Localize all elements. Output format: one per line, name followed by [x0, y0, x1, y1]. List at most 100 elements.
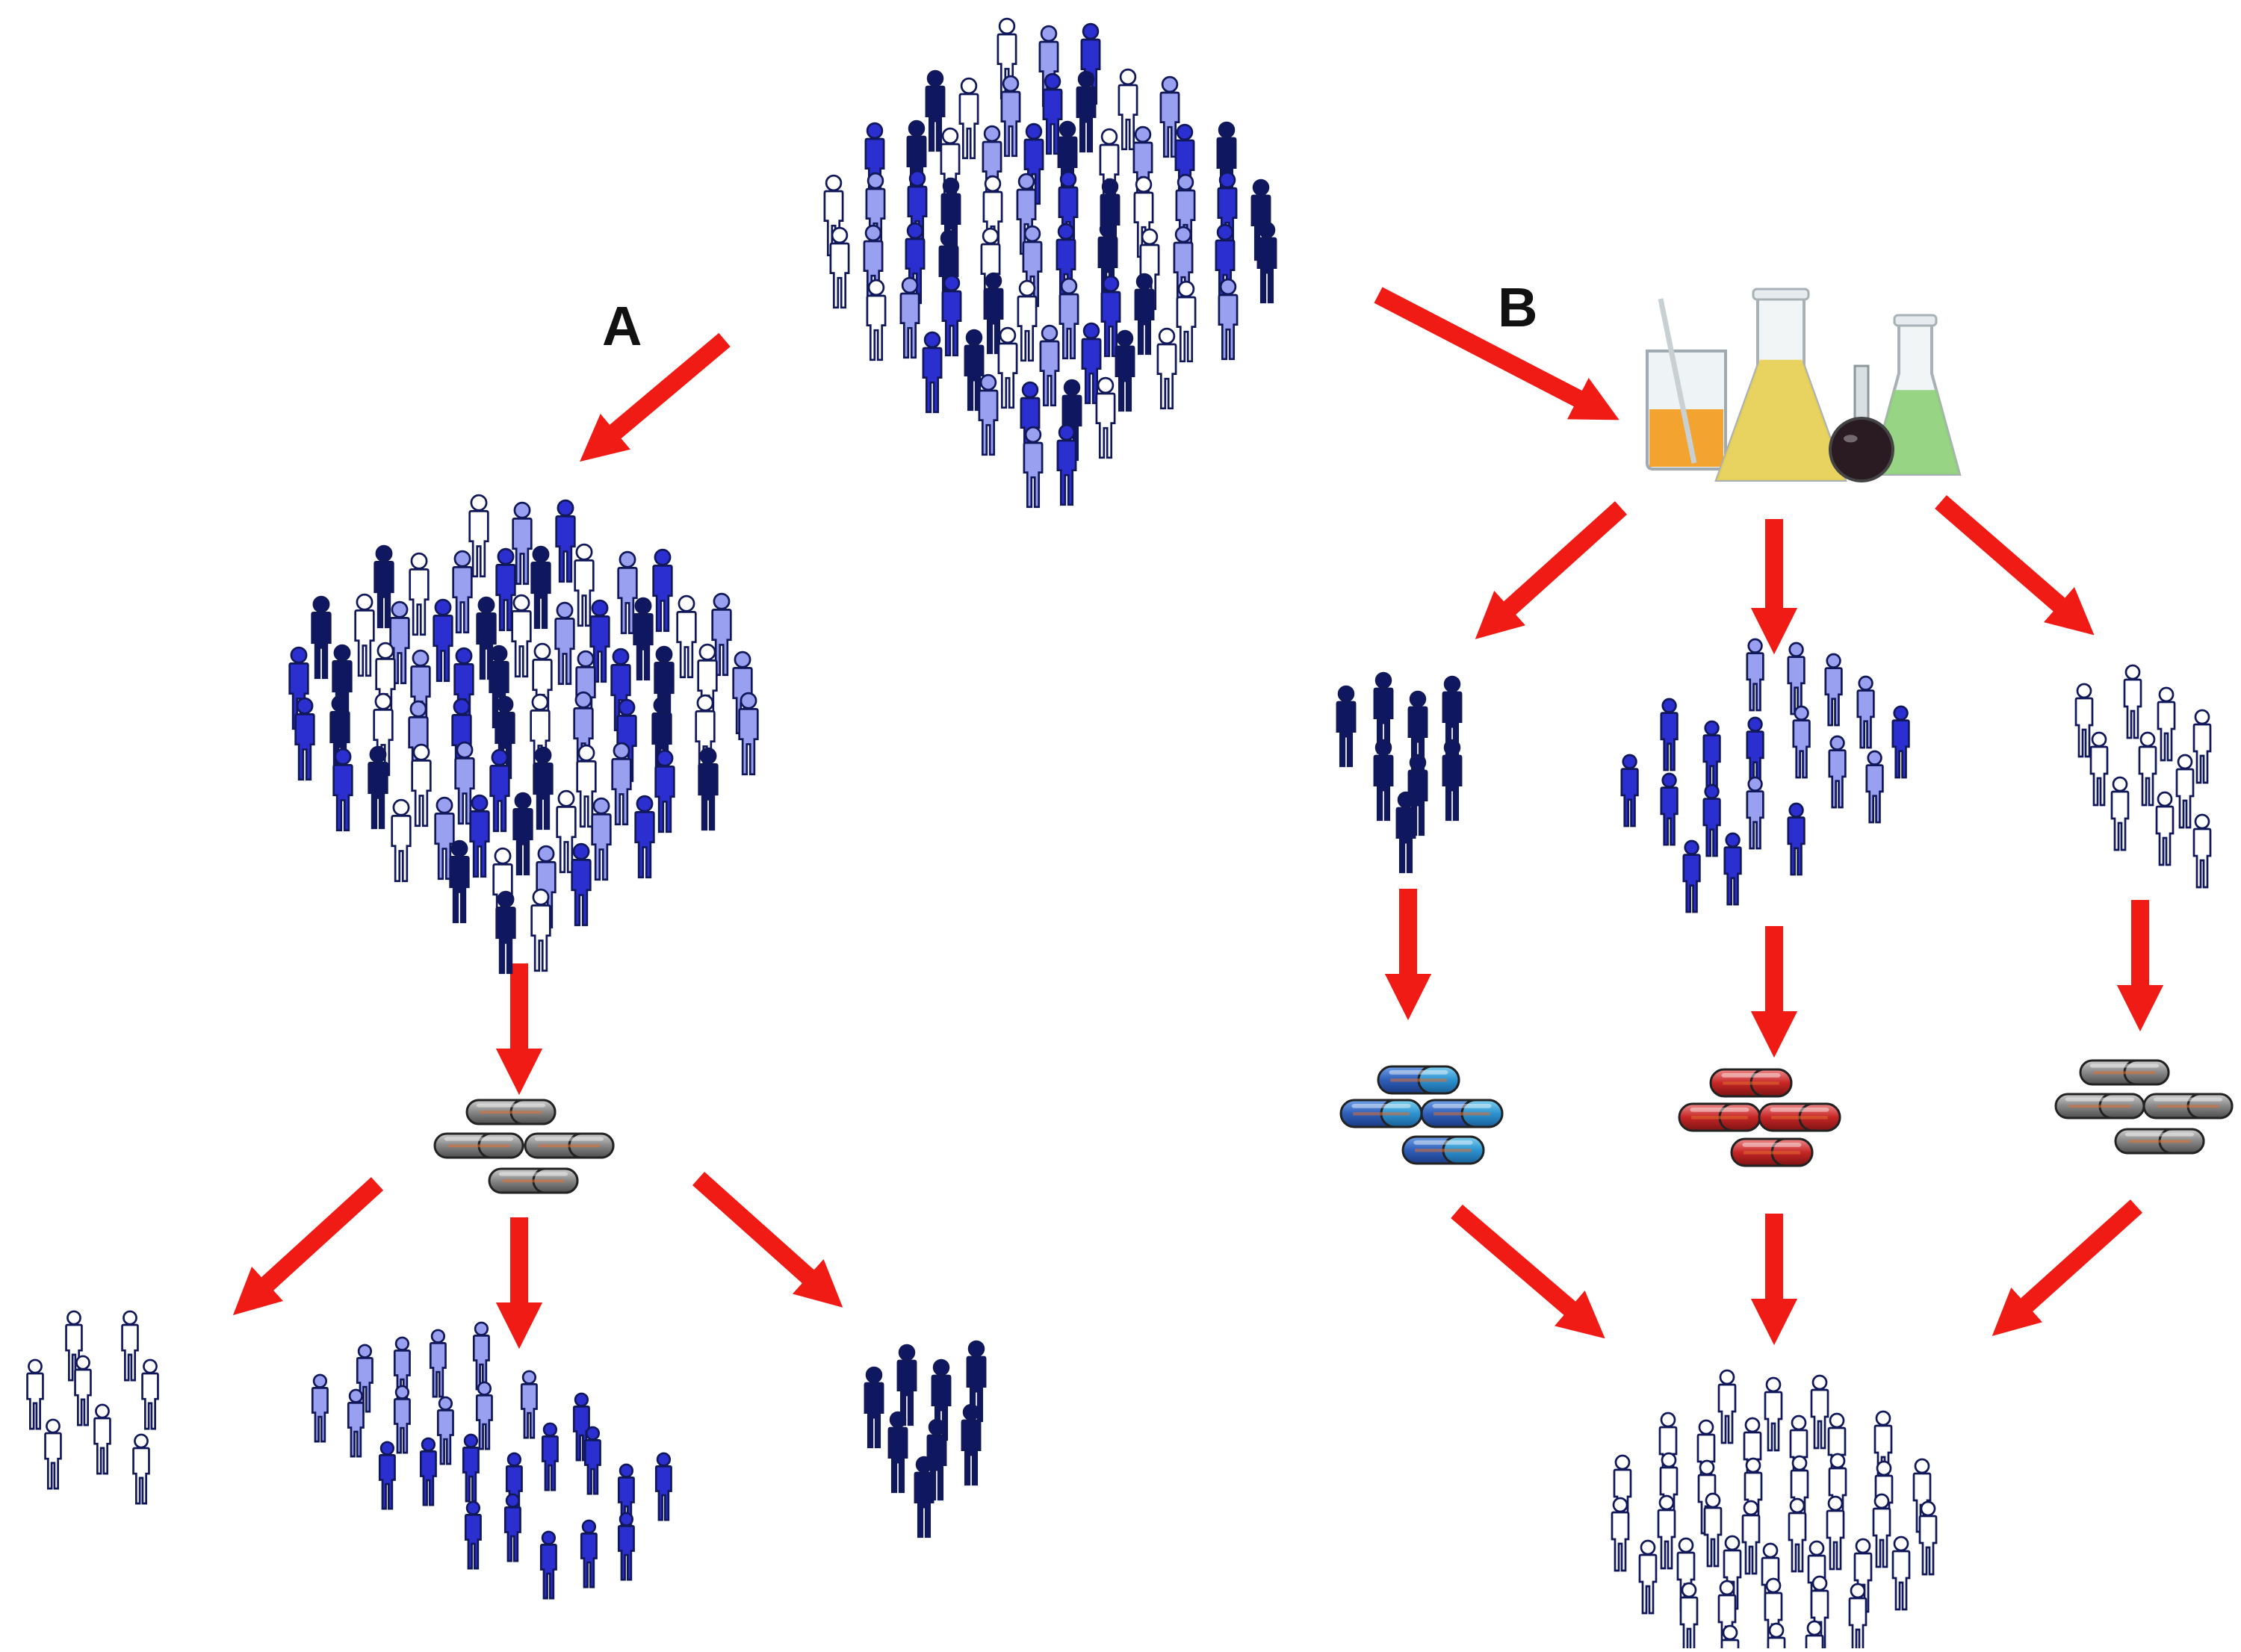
- label-b: B: [1498, 276, 1538, 338]
- person-icon: [2155, 791, 2175, 866]
- person-icon: [1856, 675, 1875, 749]
- person-icon: [1638, 1539, 1658, 1615]
- person-icon: [2123, 664, 2142, 739]
- person-icon: [434, 796, 455, 881]
- person-icon: [411, 743, 432, 827]
- person-icon: [541, 1422, 559, 1491]
- person-icon: [580, 1519, 598, 1589]
- person-icon: [2138, 731, 2157, 807]
- person-icon: [554, 601, 575, 686]
- person-icon: [2110, 776, 2130, 851]
- person-icon: [1023, 426, 1044, 509]
- person-icon: [983, 272, 1004, 355]
- person-icon: [1660, 698, 1679, 771]
- person-icon: [503, 1493, 521, 1562]
- person-icon: [887, 1411, 908, 1494]
- person-icon: [1805, 1620, 1824, 1652]
- capsule-icon: [1339, 1099, 1423, 1128]
- person-icon: [576, 744, 597, 828]
- person-icon: [1373, 739, 1394, 822]
- person-icon: [93, 1403, 111, 1475]
- person-icon: [511, 594, 532, 678]
- person-icon: [539, 1530, 557, 1600]
- person-icon: [533, 746, 554, 830]
- person-icon: [571, 842, 592, 927]
- person-icon: [1076, 70, 1097, 153]
- person-icon: [1039, 324, 1060, 407]
- capsule-icon: [2054, 1093, 2145, 1120]
- person-icon: [1017, 279, 1038, 362]
- capsule-icon: [433, 1132, 524, 1159]
- person-icon: [997, 326, 1018, 409]
- person-icon: [1081, 322, 1102, 405]
- person-icon: [922, 331, 943, 414]
- person-icon: [914, 1456, 934, 1538]
- person-icon: [633, 597, 654, 681]
- capsule-icon: [1678, 1102, 1761, 1132]
- person-icon: [1176, 280, 1197, 363]
- person-icon: [520, 1370, 538, 1439]
- person-icon: [1159, 75, 1180, 158]
- arrow-icon: [1935, 494, 2095, 636]
- person-icon: [419, 1437, 437, 1506]
- person-icon: [1828, 735, 1847, 809]
- person-icon: [294, 697, 315, 781]
- person-icon: [1407, 690, 1428, 773]
- person-icon: [556, 789, 577, 874]
- person-icon: [958, 77, 979, 160]
- person-icon: [436, 1396, 454, 1465]
- person-icon: [452, 550, 473, 634]
- person-icon: [698, 747, 719, 831]
- person-icon: [44, 1418, 62, 1490]
- person-icon: [1746, 776, 1764, 850]
- arrow-icon: [1475, 501, 1628, 639]
- person-icon: [711, 592, 732, 677]
- person-icon: [141, 1358, 159, 1430]
- person-icon: [1611, 1497, 1630, 1572]
- person-icon: [464, 1500, 482, 1570]
- person-icon: [468, 494, 489, 578]
- person-icon: [472, 1321, 490, 1391]
- capsule-icon: [1709, 1068, 1793, 1098]
- person-icon: [1746, 638, 1764, 712]
- capsule-icon: [1730, 1137, 1814, 1167]
- person-icon: [652, 548, 673, 633]
- person-icon: [1723, 832, 1742, 906]
- person-icon: [2175, 754, 2195, 829]
- person-icon: [2074, 683, 2094, 758]
- person-icon: [1792, 705, 1811, 779]
- person-icon: [1442, 675, 1463, 758]
- person-icon: [356, 1344, 374, 1413]
- person-icon: [1891, 1535, 1911, 1611]
- person-icon: [1702, 720, 1721, 794]
- person-icon: [449, 839, 470, 924]
- person-icon: [1746, 716, 1764, 790]
- person-icon: [574, 543, 595, 627]
- arrow-icon: [692, 1172, 843, 1308]
- person-icon: [476, 596, 497, 680]
- person-icon: [2089, 731, 2109, 807]
- arrow-icon: [1992, 1199, 2143, 1336]
- person-icon: [941, 274, 962, 357]
- person-icon: [26, 1358, 44, 1430]
- capsule-icon: [1401, 1135, 1485, 1165]
- person-icon: [512, 501, 533, 586]
- person-icon: [378, 1441, 396, 1510]
- person-icon: [475, 1381, 493, 1450]
- person-icon: [2157, 686, 2176, 762]
- person-icon: [864, 1366, 884, 1449]
- person-icon: [1826, 1495, 1845, 1571]
- person-icon: [1156, 327, 1177, 410]
- arrows-layer: [232, 287, 2164, 1350]
- flask-icon: [1714, 288, 1847, 482]
- person-icon: [738, 692, 759, 776]
- person-icon: [634, 795, 655, 879]
- person-icon: [469, 794, 490, 878]
- person-icon: [489, 748, 510, 833]
- person-icon: [393, 1385, 411, 1454]
- person-icon: [454, 741, 475, 825]
- person-icon: [1679, 1582, 1699, 1652]
- person-icon: [347, 1388, 365, 1458]
- flask-icon: [1646, 298, 1727, 471]
